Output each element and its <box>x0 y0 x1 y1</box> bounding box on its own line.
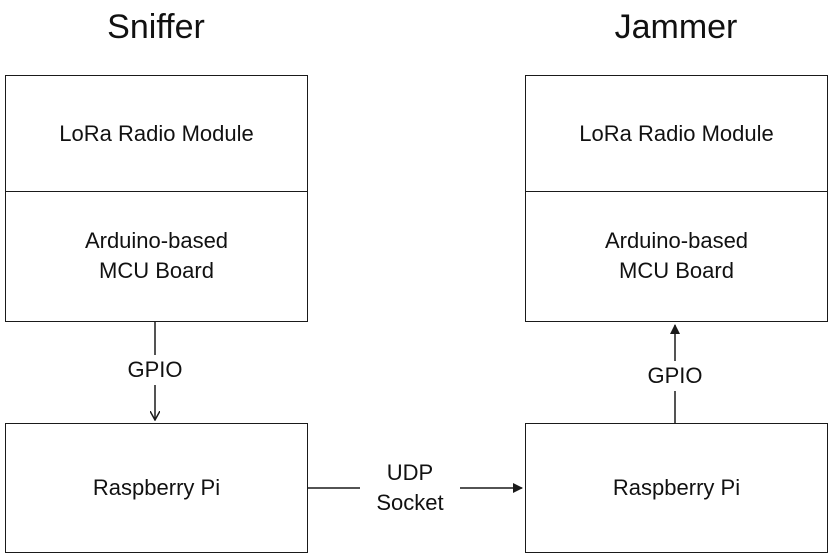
jammer-module-stack: LoRa Radio Module Arduino-based MCU Boar… <box>525 75 828 322</box>
jammer-lora-label: LoRa Radio Module <box>579 120 774 146</box>
sniffer-raspberry-pi: Raspberry Pi <box>5 423 308 553</box>
right-gpio-label: GPIO <box>635 361 715 391</box>
udp-label-line1: UDP <box>386 460 434 485</box>
jammer-raspberry-pi: Raspberry Pi <box>525 423 828 553</box>
sniffer-mcu-board: Arduino-based MCU Board <box>6 191 307 321</box>
sniffer-title: Sniffer <box>107 8 205 46</box>
jammer-mcu-line2: MCU Board <box>619 258 734 283</box>
jammer-mcu-board: Arduino-based MCU Board <box>526 191 827 321</box>
jammer-title: Jammer <box>614 8 738 46</box>
jammer-mcu-line1: Arduino-based <box>604 228 749 253</box>
sniffer-module-stack: LoRa Radio Module Arduino-based MCU Boar… <box>5 75 308 322</box>
udp-label-line2: Socket <box>376 490 444 515</box>
sniffer-lora-label: LoRa Radio Module <box>59 120 254 146</box>
udp-socket-label: UDP Socket <box>360 458 460 518</box>
jammer-pi-label: Raspberry Pi <box>612 475 741 500</box>
sniffer-mcu-line1: Arduino-based <box>84 228 229 253</box>
sniffer-lora-radio-module: LoRa Radio Module <box>6 76 307 192</box>
jammer-lora-radio-module: LoRa Radio Module <box>526 76 827 192</box>
sniffer-pi-label: Raspberry Pi <box>92 475 221 500</box>
left-gpio-label: GPIO <box>115 355 195 385</box>
sniffer-mcu-line2: MCU Board <box>99 258 214 283</box>
